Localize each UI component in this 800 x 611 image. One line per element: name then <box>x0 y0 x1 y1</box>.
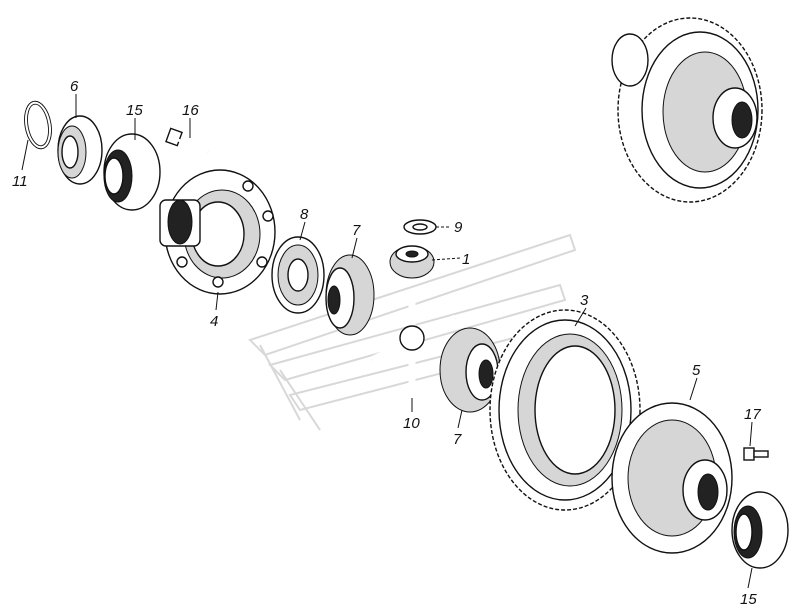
differential-case-left-part <box>159 169 276 295</box>
callout-11-left: 11 <box>12 173 28 190</box>
side-gear-part-top <box>325 254 375 336</box>
callout-15-bottom: 15 <box>740 591 757 608</box>
callout-9: 9 <box>454 219 463 236</box>
callout-7-top: 7 <box>352 222 361 239</box>
tapered-bearing-part-bottom <box>731 491 789 569</box>
callout-labels: 11 6 15 16 8 9 1 7 4 3 10 7 5 17 15 <box>12 78 761 608</box>
callout-15-top: 15 <box>126 102 143 119</box>
callout-4: 4 <box>210 313 218 330</box>
callout-5: 5 <box>692 362 701 379</box>
ring-gear-part <box>489 309 641 511</box>
bolt-part-top <box>165 127 209 154</box>
bolt-part-bottom <box>743 447 769 461</box>
pinion-washer-part <box>403 219 437 235</box>
pinion-gear-part <box>389 245 435 279</box>
callout-1: 1 <box>462 251 470 268</box>
thrust-washer-part <box>271 236 325 314</box>
differential-case-right-part <box>611 402 733 554</box>
tapered-bearing-part-top <box>103 133 161 211</box>
spider-cross-part <box>370 292 457 398</box>
bearing-race-part <box>57 115 103 185</box>
callout-10: 10 <box>403 415 420 432</box>
callout-17: 17 <box>744 406 761 423</box>
callout-7-bottom: 7 <box>453 431 462 448</box>
callout-16: 16 <box>182 102 199 119</box>
callout-6: 6 <box>70 78 79 95</box>
assembled-differential-view <box>611 17 763 203</box>
callout-8: 8 <box>300 206 309 223</box>
leader-lines <box>21 94 753 589</box>
snap-ring-part <box>24 100 52 150</box>
callout-3: 3 <box>580 292 589 309</box>
